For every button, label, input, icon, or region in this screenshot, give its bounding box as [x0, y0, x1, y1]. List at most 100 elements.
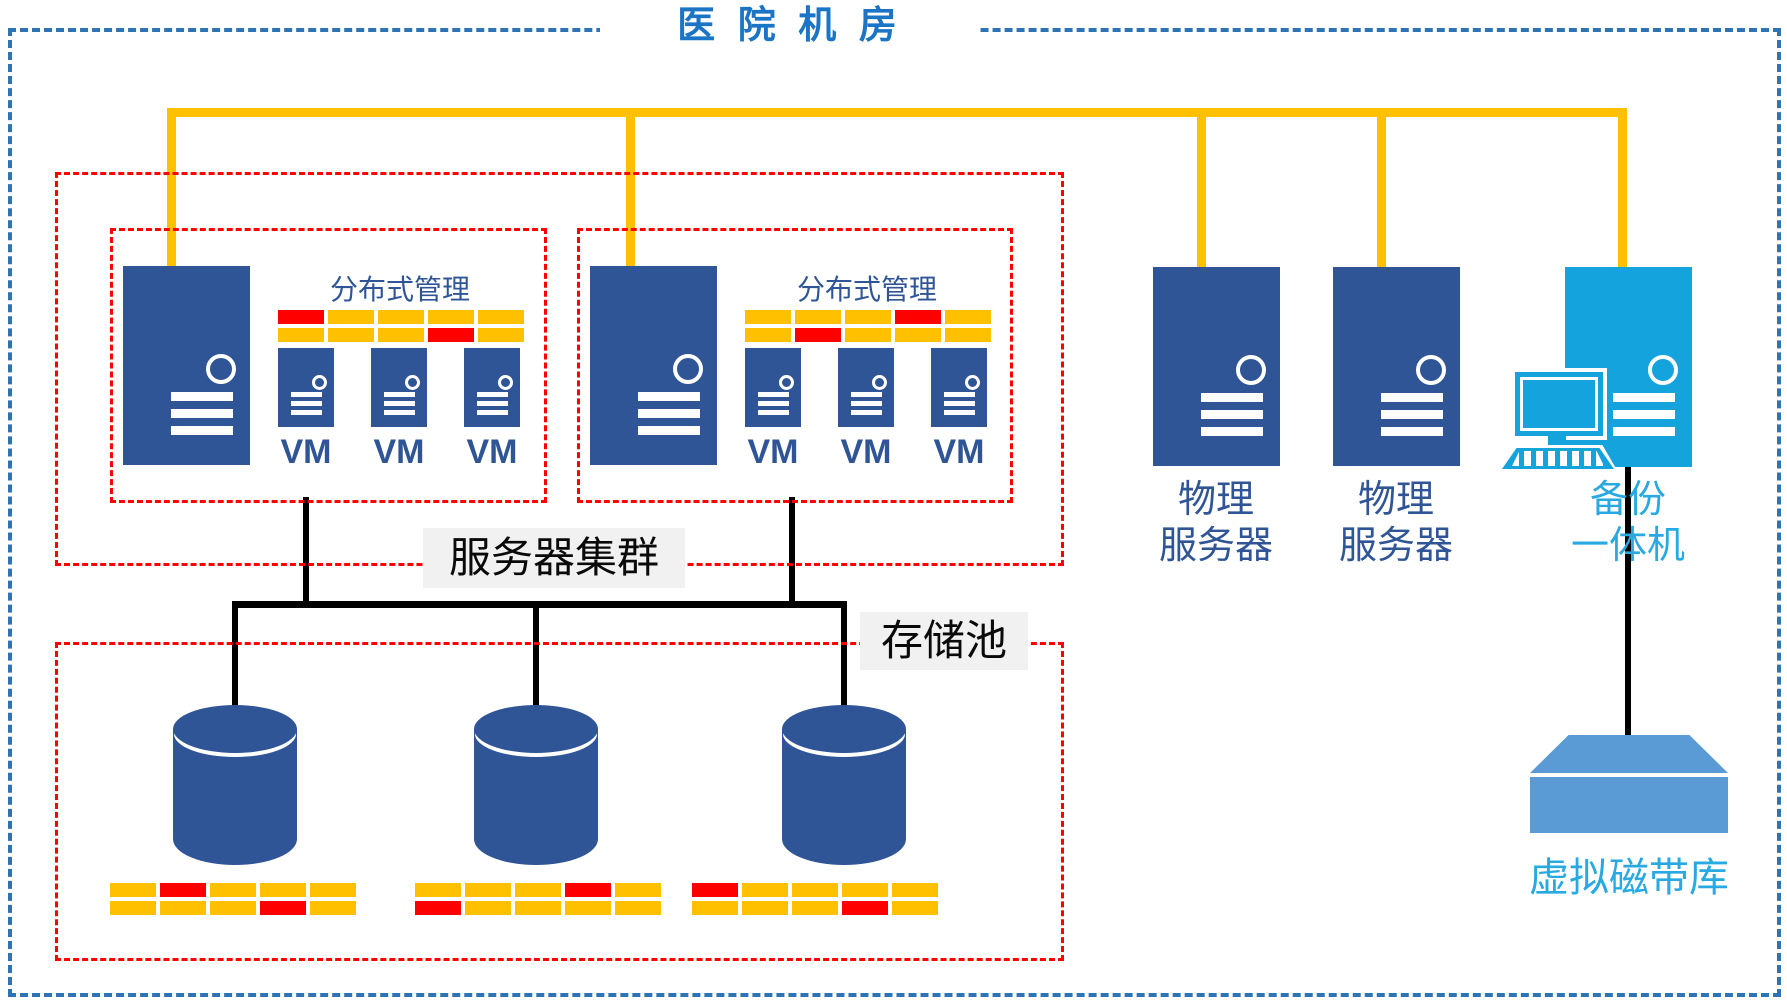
storage-link-to-pool2	[533, 601, 539, 707]
vent-line-icon	[384, 401, 415, 406]
capacity-segment	[210, 901, 256, 915]
vm-label: VM	[373, 433, 425, 471]
storage-link-from-node1	[303, 497, 309, 607]
capacity-segment	[895, 310, 941, 324]
capacity-segment	[110, 901, 156, 915]
vm-server-icon	[931, 348, 987, 427]
capacity-segment	[378, 310, 424, 324]
capacity-bar-row	[278, 328, 524, 342]
led-circle-icon	[1648, 355, 1678, 385]
capacity-segment	[945, 328, 991, 342]
storage-cylinder-icon	[782, 705, 906, 865]
capacity-segment	[278, 310, 324, 324]
host-server-icon	[590, 266, 717, 465]
vent-line-icon	[291, 410, 322, 415]
monitor-stand-icon	[1548, 436, 1566, 445]
backup-to-tape-link	[1625, 467, 1631, 735]
vm-label: VM	[933, 433, 985, 471]
distributed-mgmt-label: 分布式管理	[329, 274, 470, 305]
capacity-segment	[742, 901, 788, 915]
keyboard-keys-icon	[1512, 451, 1604, 466]
capacity-segment	[478, 310, 524, 324]
storage-pool-label: 存储池	[860, 612, 1028, 670]
monitor-screen-icon	[1520, 377, 1598, 431]
vent-line-icon	[291, 401, 322, 406]
capacity-bar-row	[278, 310, 524, 324]
led-circle-icon	[872, 375, 887, 390]
capacity-segment	[842, 901, 888, 915]
tape-library-label: 虚拟磁带库	[1529, 856, 1729, 900]
tape-library-icon	[1530, 777, 1728, 833]
vent-line-icon	[758, 410, 789, 415]
vm-label: VM	[466, 433, 518, 471]
led-circle-icon	[206, 354, 236, 384]
capacity-segment	[515, 901, 561, 915]
capacity-segment	[328, 328, 374, 342]
capacity-segment	[515, 883, 561, 897]
vent-line-icon	[638, 426, 700, 435]
physical-server-label: 物理 服务器	[1338, 479, 1453, 567]
vent-line-icon	[758, 392, 789, 397]
capacity-segment	[478, 328, 524, 342]
vent-line-icon	[1613, 410, 1675, 419]
vm-server-icon	[371, 348, 427, 427]
vent-line-icon	[1201, 410, 1263, 419]
vent-line-icon	[944, 401, 975, 406]
vent-line-icon	[851, 410, 882, 415]
vent-line-icon	[1613, 393, 1675, 402]
capacity-segment	[160, 901, 206, 915]
storage-cylinder-icon	[474, 705, 598, 865]
capacity-bar-row	[110, 901, 356, 915]
capacity-segment	[795, 310, 841, 324]
capacity-segment	[310, 901, 356, 915]
capacity-segment	[415, 883, 461, 897]
cluster-node1-box	[110, 228, 547, 503]
vent-line-icon	[1201, 427, 1263, 436]
capacity-segment	[892, 901, 938, 915]
network-drop-line-physical2	[1377, 108, 1386, 269]
storage-link-to-pool1	[232, 601, 238, 707]
led-circle-icon	[965, 375, 980, 390]
capacity-segment	[895, 328, 941, 342]
led-circle-icon	[312, 375, 327, 390]
capacity-segment	[210, 883, 256, 897]
vent-line-icon	[384, 392, 415, 397]
capacity-segment	[428, 310, 474, 324]
capacity-segment	[415, 901, 461, 915]
distributed-mgmt-label: 分布式管理	[796, 274, 937, 305]
cluster-node2-box	[577, 228, 1013, 503]
led-circle-icon	[779, 375, 794, 390]
vent-line-icon	[477, 392, 508, 397]
network-drop-line-node1	[167, 108, 176, 268]
cylinder-lid	[173, 705, 297, 753]
capacity-segment	[845, 328, 891, 342]
network-drop-line-physical1	[1197, 108, 1206, 269]
storage-link-from-node2	[789, 497, 795, 607]
storage-bus-line	[232, 601, 847, 608]
vent-line-icon	[1381, 427, 1443, 436]
capacity-segment	[565, 901, 611, 915]
network-trunk-line	[167, 108, 1627, 117]
vm-server-icon	[745, 348, 801, 427]
capacity-segment	[465, 901, 511, 915]
network-drop-line-backup	[1618, 108, 1627, 269]
capacity-segment	[692, 883, 738, 897]
vent-line-icon	[477, 410, 508, 415]
capacity-segment	[845, 310, 891, 324]
capacity-bar-row	[692, 883, 938, 897]
capacity-segment	[110, 883, 156, 897]
storage-pool-box	[55, 642, 1064, 961]
capacity-segment	[310, 883, 356, 897]
capacity-segment	[892, 883, 938, 897]
capacity-segment	[842, 883, 888, 897]
vent-line-icon	[1613, 427, 1675, 436]
vent-line-icon	[944, 410, 975, 415]
vent-line-icon	[171, 409, 233, 418]
vm-label: VM	[747, 433, 799, 471]
host-server-icon	[123, 266, 250, 465]
backup-appliance-label: 备份 一体机	[1570, 479, 1685, 567]
capacity-segment	[742, 883, 788, 897]
capacity-segment	[615, 883, 661, 897]
vent-line-icon	[477, 401, 508, 406]
